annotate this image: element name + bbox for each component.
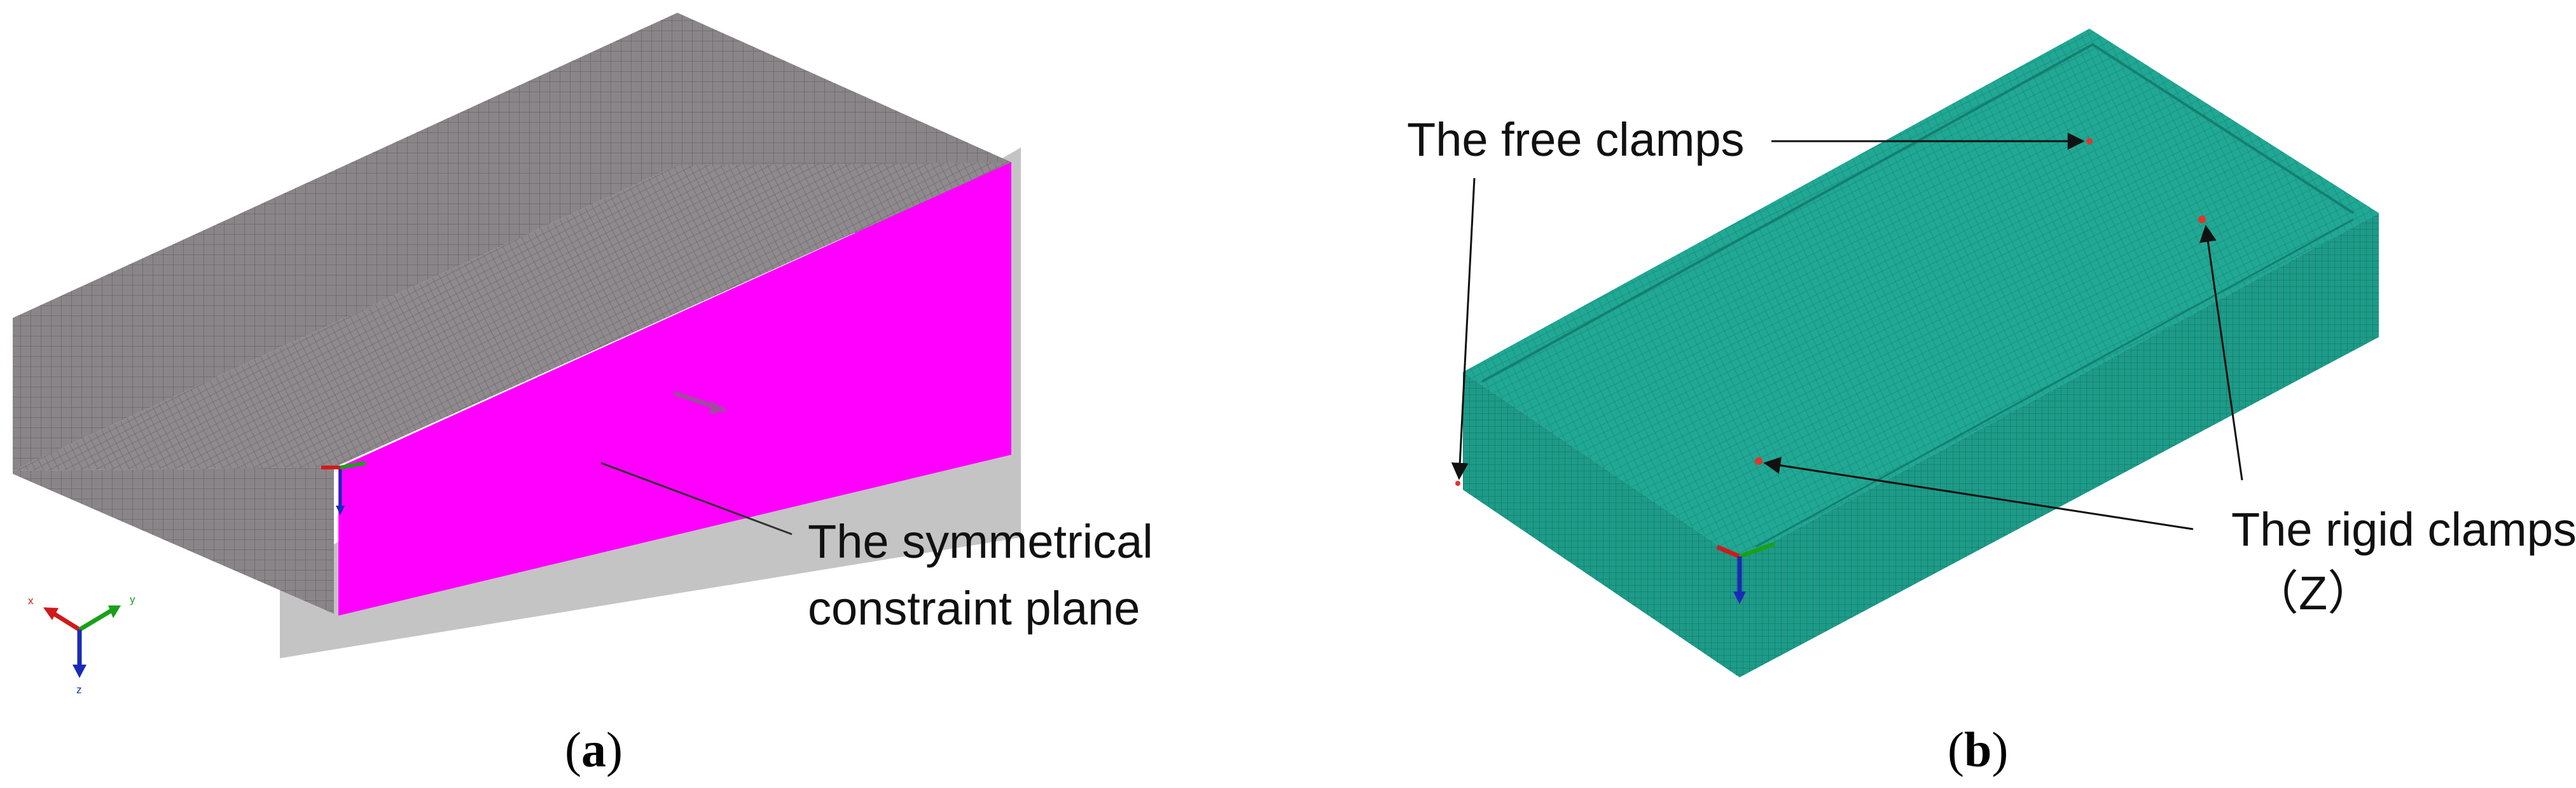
mesh-left-wall — [13, 318, 334, 614]
plane-normal-arrowhead — [710, 401, 725, 415]
triad-z-label: z — [76, 684, 82, 696]
free-clamps-label: The free clamps — [1407, 113, 1745, 166]
mesh-back-wall — [13, 13, 677, 471]
caption-a: (a) — [565, 722, 623, 777]
mesh-floor — [13, 162, 1011, 471]
triad-x-label: x — [28, 595, 34, 607]
mesh-inner-wall — [1481, 43, 2355, 383]
mesh-left-face — [1463, 372, 1740, 677]
coordinate-triad-icon: x y z — [28, 593, 135, 696]
mesh-inner-floor — [1755, 218, 2354, 548]
local-triad-icon — [321, 461, 366, 515]
rigid-clamps-leader-mid — [1763, 457, 2194, 530]
panel-a: The symmetrical constraint plane x y z (… — [13, 13, 1153, 777]
rigid-clamps-label-line1: The rigid clamps — [2231, 503, 2576, 556]
caption-b: (b) — [1948, 722, 2008, 777]
symmetry-leader-line — [600, 462, 793, 536]
symmetry-annotation-line2: constraint plane — [808, 582, 1140, 635]
free-clamps-leader-left — [1451, 177, 1476, 480]
panel-b: The free clamps The rigid clamps （Z） (b) — [1407, 29, 2576, 777]
rigid-clamps-label-line2: （Z） — [2252, 567, 2374, 619]
triad-y-label: y — [130, 593, 135, 605]
local-triad-b-icon — [1716, 541, 1776, 604]
mesh-front-face — [1740, 213, 2379, 677]
symmetry-annotation-line1: The symmetrical — [808, 515, 1153, 568]
rigid-clamps-leader-top — [2199, 225, 2243, 481]
clamp-marker-icon — [1455, 138, 2206, 486]
symmetry-plane — [338, 162, 1011, 616]
mesh-top-surface — [1463, 29, 2379, 560]
